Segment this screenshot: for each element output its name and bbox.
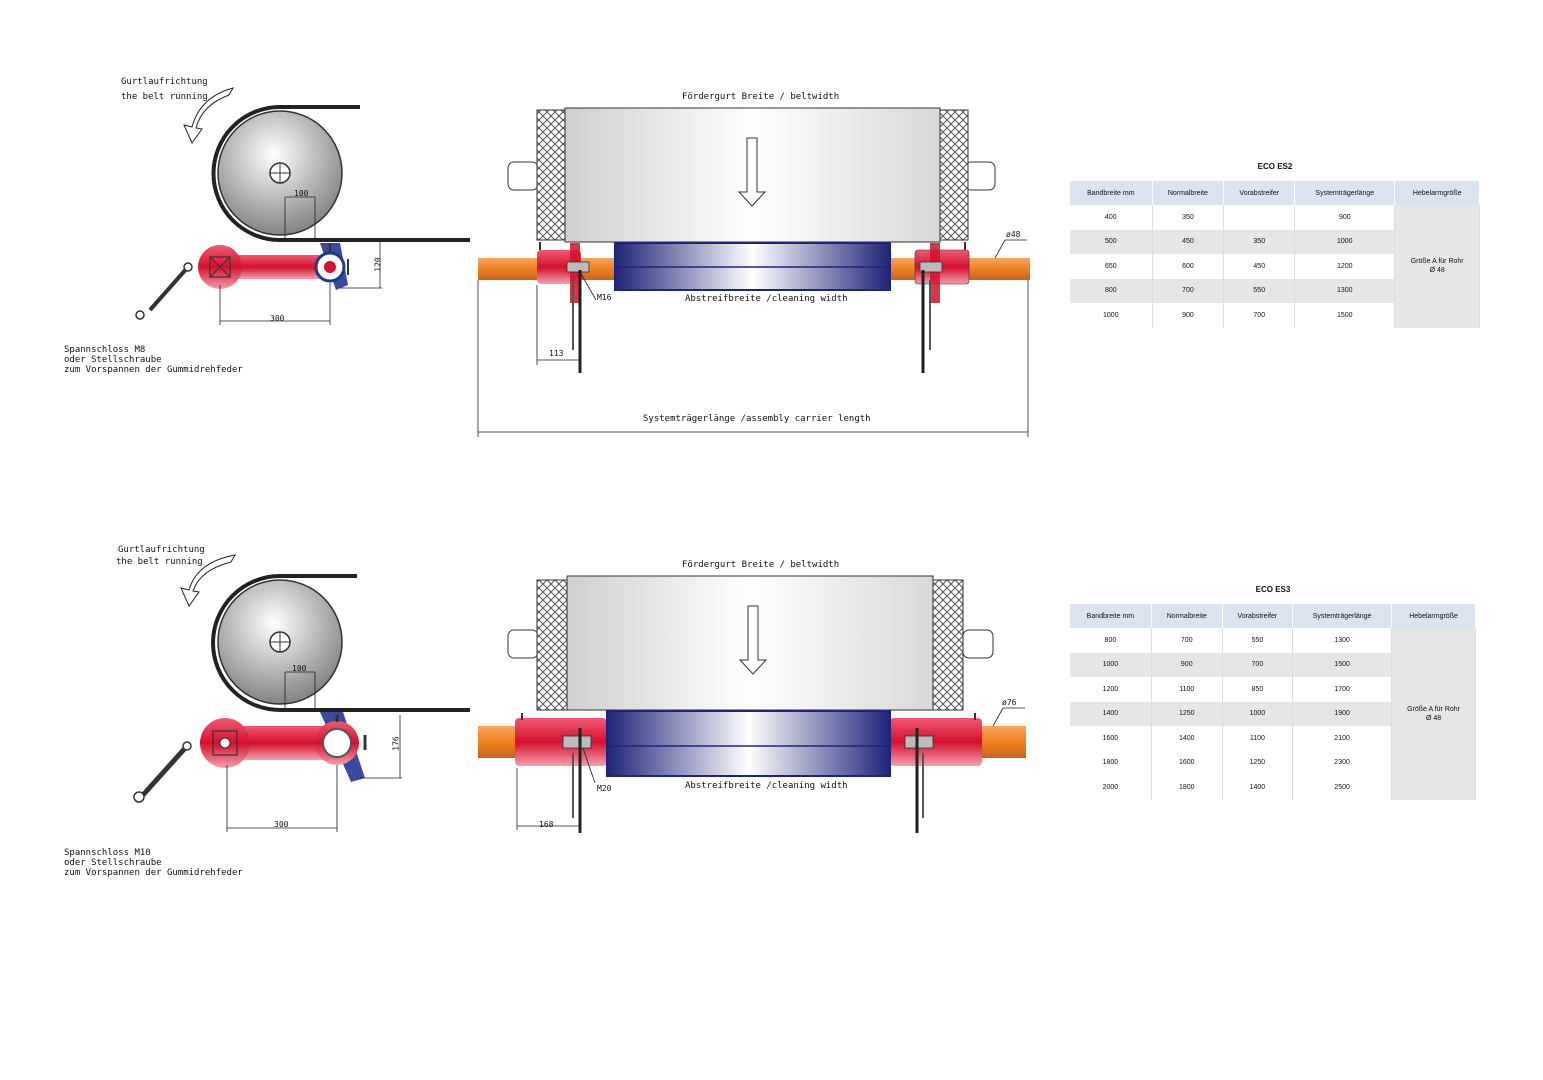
es3-table-title: ECO ES3	[1255, 585, 1291, 594]
cleaning-width-label: Abstreifbreite /cleaning width	[685, 294, 848, 304]
table-row: 1000 900 700 1500	[1070, 303, 1480, 328]
es2-side-view-drawing	[135, 87, 470, 325]
table-row: 1400 1250 1000 1900	[1070, 701, 1476, 726]
col-header: Bandbreite mm	[1070, 604, 1152, 628]
belt-width-label: Fördergurt Breite / beltwidth	[682, 92, 840, 102]
dim-113: 113	[549, 349, 564, 358]
bolt-size-label: M16	[597, 293, 612, 302]
col-header: Hebelarmgröße	[1394, 181, 1480, 205]
tension-arm	[220, 255, 330, 279]
turnbuckle	[148, 265, 190, 312]
table-row: 800 700 550 1300 Größe A für Rohr Ø 48	[1070, 628, 1476, 800]
tension-arm	[225, 726, 340, 760]
conveyor-belt	[211, 105, 470, 242]
table-row: 1200 1100 850 1700	[1070, 677, 1476, 702]
cleaning-width-label: Abstreifbreite /cleaning width	[685, 781, 848, 791]
conveyor-belt	[211, 574, 470, 712]
table-row: 1000 900 700 1500	[1070, 652, 1476, 677]
pipe-diameter-label: ø76	[1002, 698, 1017, 707]
belt-direction-label-de: Gurtlaufrichtung	[121, 77, 208, 87]
scraper-blade	[606, 710, 891, 777]
belt-direction-arrow-icon	[738, 605, 768, 675]
dim-168: 168	[539, 820, 554, 829]
col-header: Normalbreite	[1152, 181, 1225, 205]
lever-size-cell: Größe A für Rohr Ø 48	[1391, 628, 1476, 800]
belt-direction-label-en: the belt running	[121, 92, 208, 102]
belt-direction-label-en: the belt running	[116, 557, 203, 567]
drum-lagging-right	[932, 579, 964, 711]
lever-size-cell: Größe A für Rohr Ø 48	[1394, 205, 1480, 328]
col-header: Systemträgerlänge	[1292, 604, 1393, 628]
dim-120: 120	[373, 257, 383, 272]
pipe-clamp	[322, 728, 352, 758]
table-row: 650 600 450 1200	[1070, 254, 1480, 279]
col-header: Hebelarmgröße	[1391, 604, 1476, 628]
direction-arrow-icon	[183, 87, 235, 145]
es2-front-view-drawing	[477, 107, 1030, 437]
bolt-size-label: M20	[597, 784, 612, 793]
es3-spec-table: ECO ES3 Bandbreite mm Normalbreite Vorab…	[1070, 585, 1476, 800]
dim-100: 100	[292, 664, 307, 673]
dim-300: 300	[274, 820, 289, 829]
es3-side-view-drawing	[133, 554, 470, 832]
mount-bracket-left	[515, 718, 607, 766]
table-row: 1800 1600 1250 2300	[1070, 750, 1476, 775]
tensioner-note: Spannschloss M8 oder Stellschraube zum V…	[64, 345, 243, 375]
carrier-length-label: Systemträgerlänge /assembly carrier leng…	[643, 414, 871, 424]
dim-100: 100	[294, 189, 309, 198]
es3-front-view-drawing	[478, 575, 1026, 833]
belt-direction-label-de: Gurtlaufrichtung	[118, 545, 205, 555]
es2-table-title: ECO ES2	[1257, 162, 1293, 171]
col-header: Systemträgerlänge	[1294, 181, 1396, 205]
belt-direction-arrow-icon	[737, 137, 767, 207]
table-row: 2000 1800 1400 2500	[1070, 775, 1476, 800]
mount-bracket-right	[890, 718, 982, 766]
drum-lagging-right	[939, 109, 969, 241]
drum-lagging-left	[536, 109, 566, 241]
turnbuckle	[141, 744, 189, 797]
dim-300: 300	[270, 314, 285, 323]
table-row: 800 700 550 1300	[1070, 278, 1480, 303]
belt-width-label: Fördergurt Breite / beltwidth	[682, 560, 840, 570]
col-header: Bandbreite mm	[1070, 181, 1153, 205]
direction-arrow-icon	[180, 554, 236, 608]
col-header: Normalbreite	[1151, 604, 1223, 628]
drum-lagging-left	[536, 579, 568, 711]
col-header: Vorabstreifer	[1223, 181, 1296, 205]
table-row: 1600 1400 1100 2100	[1070, 726, 1476, 751]
tensioner-note: Spannschloss M10 oder Stellschraube zum …	[64, 848, 243, 878]
table-row: 400 350 900 Größe A für Rohr Ø 48	[1070, 205, 1480, 328]
pipe-diameter-label: ø48	[1006, 230, 1021, 239]
table-row: 500 450 350 1000	[1070, 229, 1480, 254]
dim-176: 176	[391, 736, 401, 751]
col-header: Vorabstreifer	[1222, 604, 1294, 628]
es2-spec-table: ECO ES2 Bandbreite mm Normalbreite Vorab…	[1070, 162, 1480, 328]
